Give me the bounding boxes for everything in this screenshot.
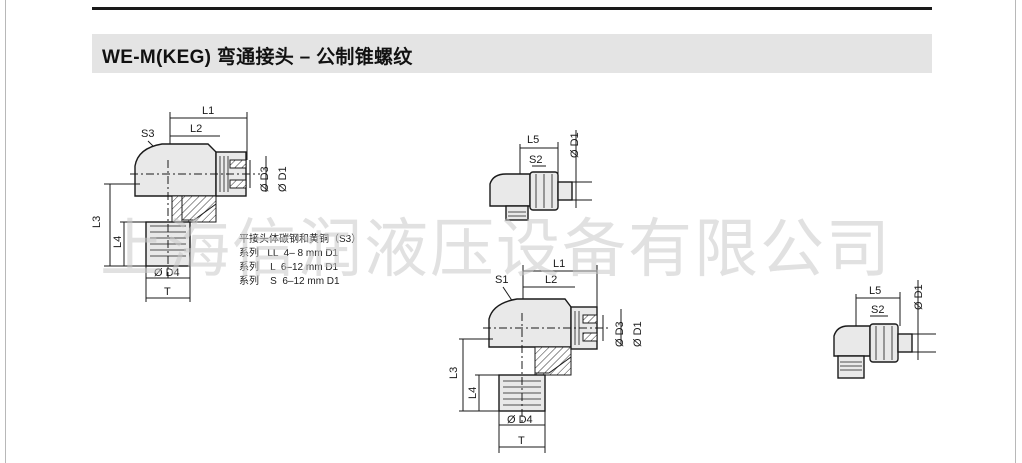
right-margin-rule bbox=[1015, 0, 1016, 463]
elbow-drawing-large: L1 L2 S3 Ø D3 Ø D1 bbox=[91, 105, 289, 302]
dim-D1-label-small-2: Ø D1 bbox=[913, 284, 925, 310]
material-note-line-2: 系列 LL 4– 8 mm D1 bbox=[239, 248, 339, 259]
dim-D3-label-2: Ø D3 bbox=[614, 321, 626, 347]
title-bar bbox=[92, 34, 932, 73]
dim-D4-label: Ø D4 bbox=[154, 267, 180, 279]
dim-D1-label-2: Ø D1 bbox=[632, 321, 644, 347]
material-note: 平接头体碳钢和黄铜（S3） 系列 LL 4– 8 mm D1 系列 L 6–12… bbox=[239, 233, 361, 289]
dim-D1-label: Ø D1 bbox=[277, 166, 289, 192]
elbow-drawing-large-2: L1 L2 S1 Ø D3 Ø D1 L3 L4 Ø D4 bbox=[448, 258, 644, 453]
dim-L3-label-2: L3 bbox=[448, 367, 460, 379]
page-title: WE-M(KEG) 弯通接头 – 公制锥螺纹 bbox=[102, 47, 413, 68]
elbow-drawing-small: L5 S2 Ø D1 bbox=[489, 130, 592, 221]
dim-L5-label-2: L5 bbox=[869, 285, 881, 297]
dim-S2-label: S2 bbox=[529, 154, 542, 166]
dim-S3-label: S3 bbox=[141, 128, 154, 140]
top-rule bbox=[92, 7, 932, 10]
material-note-line-4: 系列 S 6–12 mm D1 bbox=[239, 276, 340, 287]
dim-L1-label-2: L1 bbox=[553, 258, 565, 270]
dim-D3-label: Ø D3 bbox=[259, 166, 271, 192]
dim-S2-label-2: S2 bbox=[871, 304, 884, 316]
dim-L5-label: L5 bbox=[527, 134, 539, 146]
dim-D1-label-small: Ø D1 bbox=[569, 132, 581, 158]
dim-L2-label-2: L2 bbox=[545, 274, 557, 286]
dim-T-label-2: T bbox=[518, 435, 525, 447]
elbow-drawing-small-2: L5 S2 Ø D1 bbox=[833, 280, 936, 379]
dim-L4-label: L4 bbox=[112, 236, 124, 248]
dim-D4-label-2: Ø D4 bbox=[507, 414, 533, 426]
material-note-line-1: 平接头体碳钢和黄铜（S3） bbox=[239, 234, 362, 245]
material-note-line-3: 系列 L 6–12 mm D1 bbox=[239, 262, 339, 273]
dim-L2-label: L2 bbox=[190, 123, 202, 135]
dim-T-label: T bbox=[164, 286, 171, 298]
dim-L1-label: L1 bbox=[202, 105, 214, 117]
dim-S1-label: S1 bbox=[495, 274, 508, 286]
left-margin-rule bbox=[5, 0, 6, 463]
dim-L4-label-2: L4 bbox=[467, 387, 479, 399]
dim-L3-label: L3 bbox=[91, 216, 103, 228]
